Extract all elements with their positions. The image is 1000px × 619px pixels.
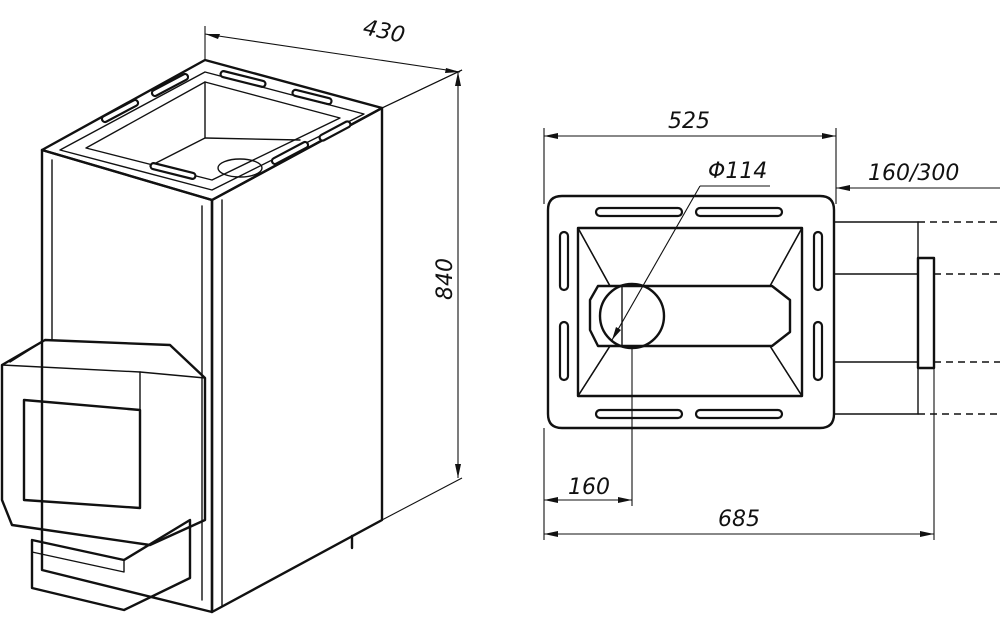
length-label: 685 — [718, 507, 760, 532]
depth-label: 430 — [361, 15, 407, 48]
firebox-door — [0, 338, 207, 612]
tunnel-extension — [833, 221, 1000, 415]
height-label: 840 — [433, 258, 458, 300]
dimension-height: 840 — [381, 69, 463, 521]
flue-diameter-label: Φ114 — [708, 159, 767, 184]
top-vent-slots — [100, 70, 352, 180]
dimension-extension: 160/300 — [836, 161, 1000, 191]
dimension-flue: Φ114 — [611, 159, 770, 341]
extension-label: 160/300 — [868, 161, 959, 186]
flue-opening — [598, 282, 666, 350]
dimension-length: 685 — [544, 368, 935, 540]
stove-isometric-view: 430 840 — [0, 15, 463, 614]
flue-offset-label: 160 — [568, 475, 610, 500]
top-plate-slots — [558, 206, 824, 420]
dimension-width: 525 — [543, 109, 837, 204]
pit-outline — [576, 226, 804, 398]
width-label: 525 — [668, 109, 710, 134]
ash-drawer — [30, 518, 192, 612]
dimension-flue-offset: 160 — [543, 348, 633, 540]
stove-top-view: 525 Φ114 160/300 160 — [543, 109, 1000, 540]
firebox-tunnel — [588, 284, 792, 348]
stove-body-side — [210, 106, 384, 614]
